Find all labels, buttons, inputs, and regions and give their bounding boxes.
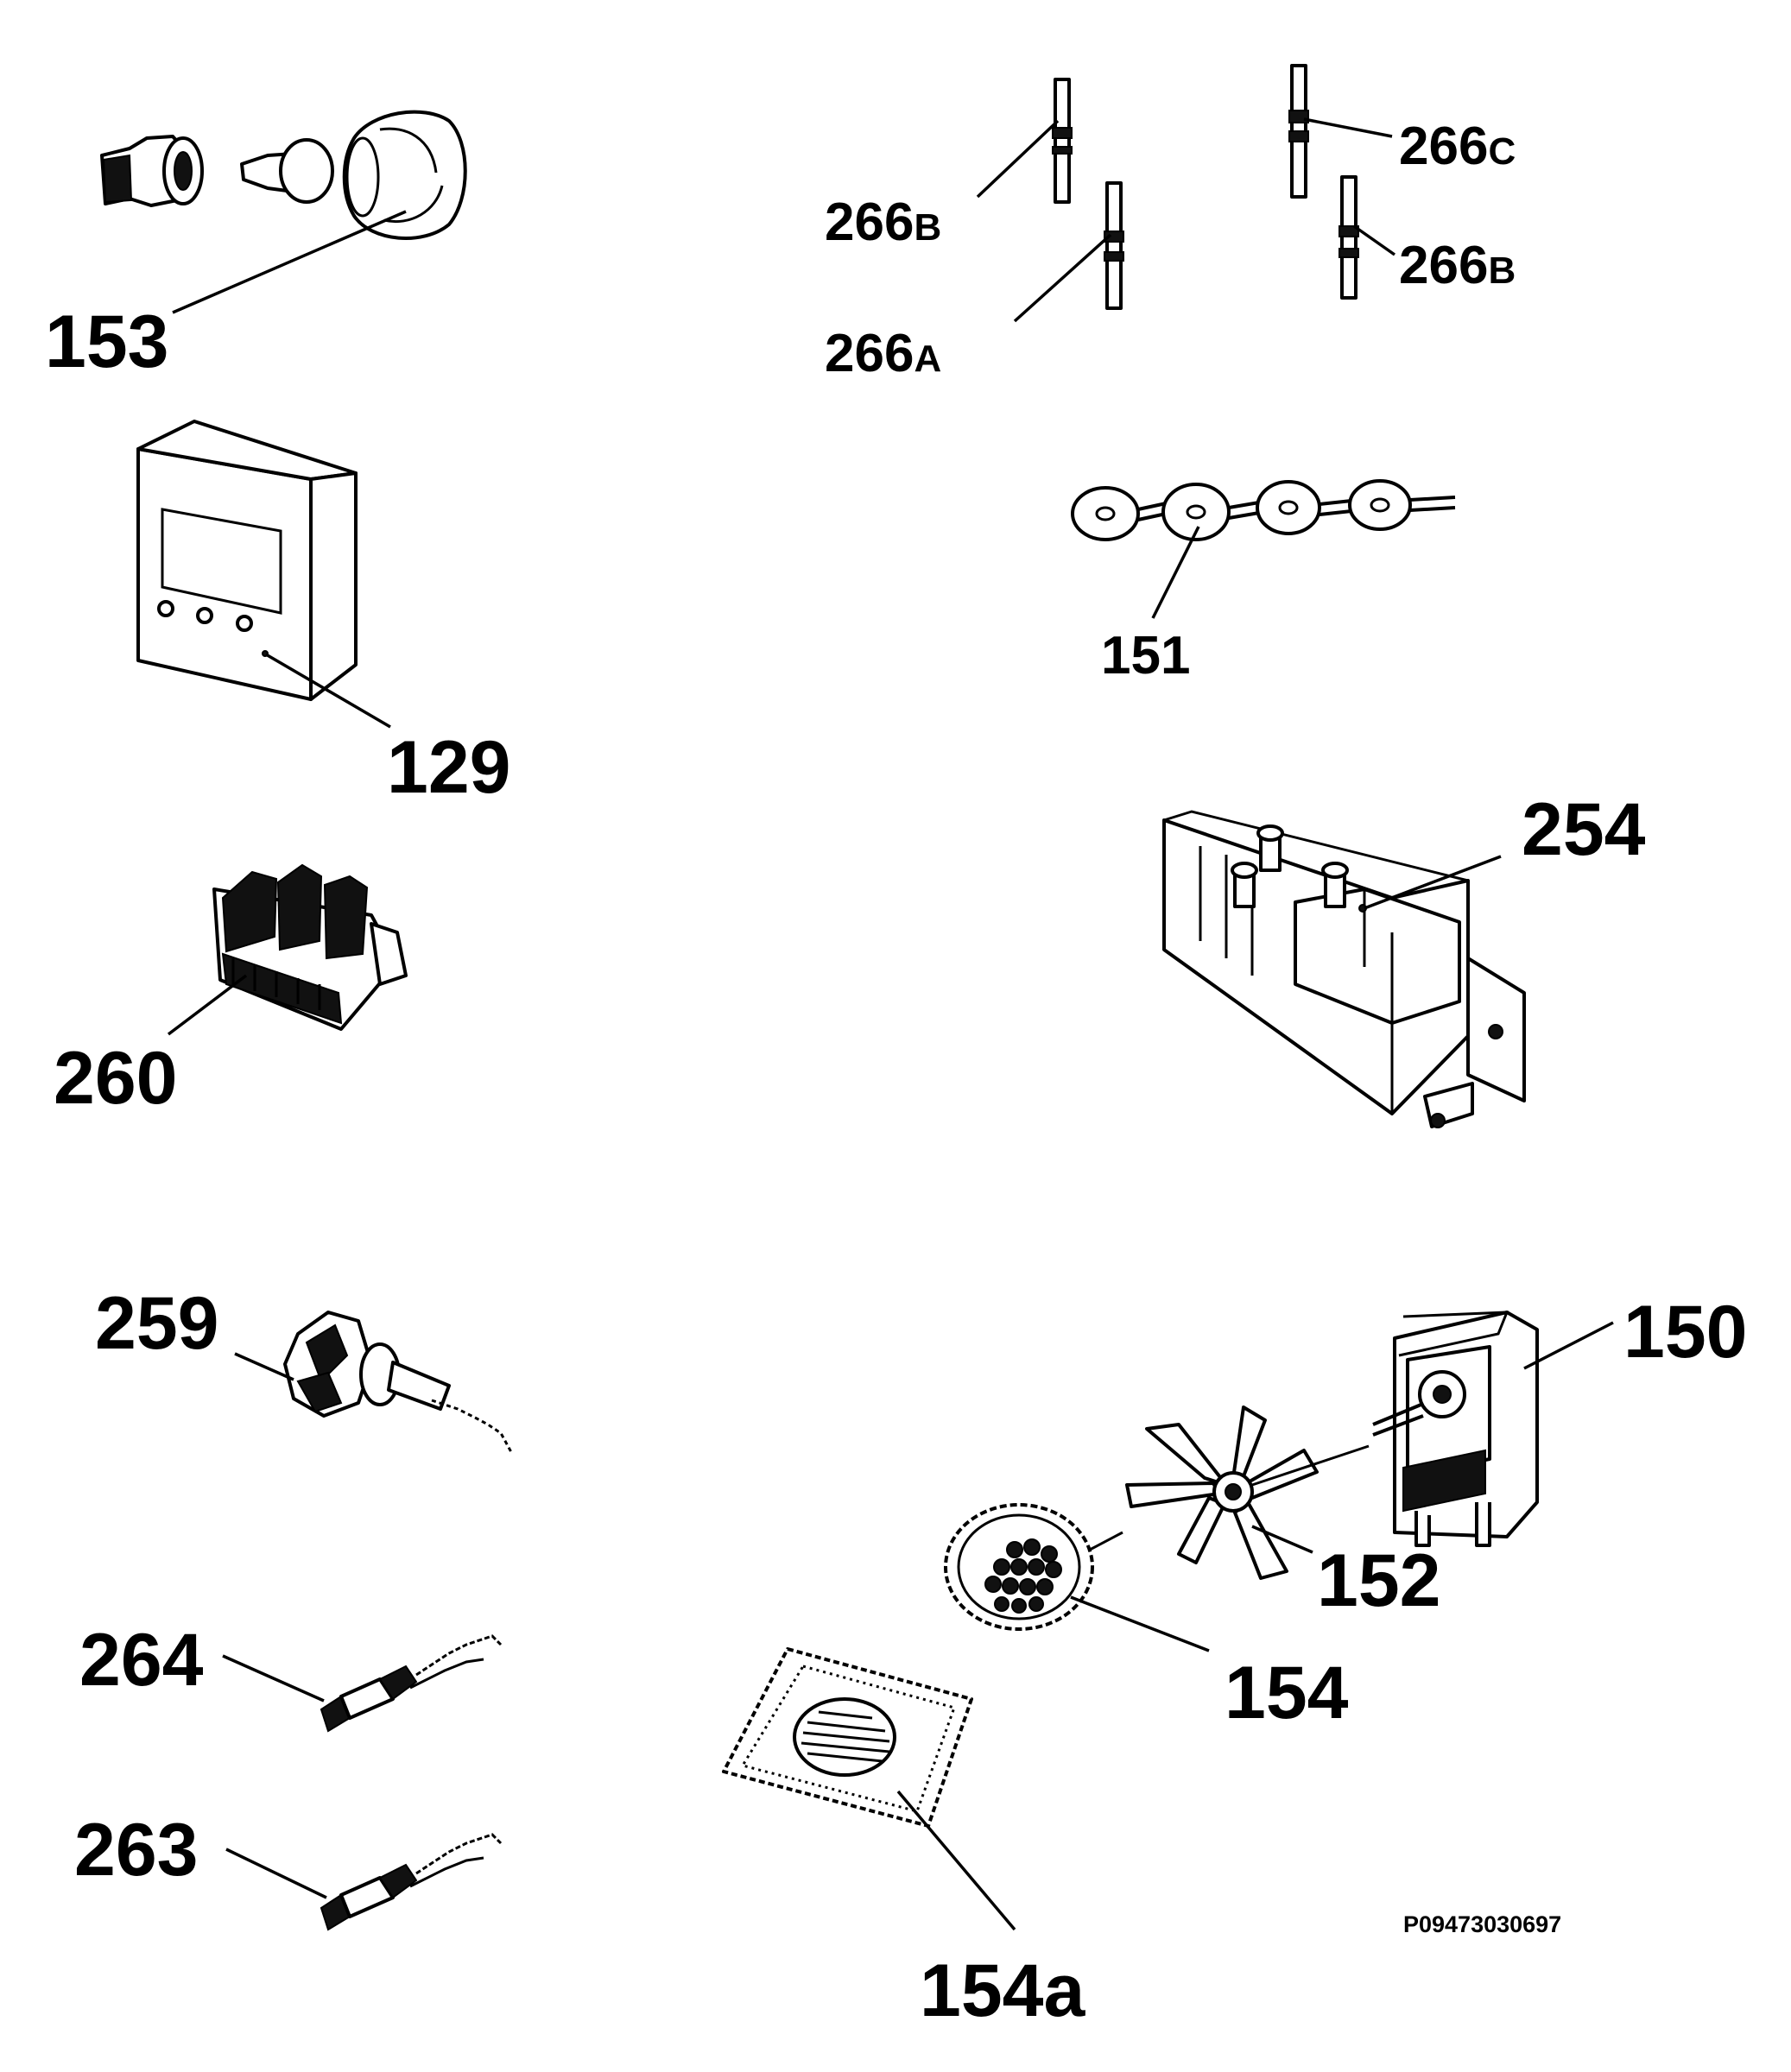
part-266b-left-pin: 266B: [825, 78, 1073, 252]
label-263: 263: [74, 1809, 199, 1892]
part-152-fan-blade: 152: [1125, 1406, 1441, 1622]
svg-text:266C: 266C: [1399, 117, 1516, 176]
label-266a: 266: [825, 324, 914, 383]
label-153: 153: [45, 300, 169, 383]
label-129: 129: [387, 726, 511, 809]
label-154: 154: [1225, 1652, 1349, 1734]
part-151-electrode-chain: 151: [1071, 479, 1456, 685]
label-254: 254: [1522, 788, 1646, 871]
drawing-code: P09473030697: [1403, 1911, 1561, 1937]
svg-text:266A: 266A: [825, 324, 941, 383]
label-266c-suffix: C: [1488, 130, 1516, 173]
label-260: 260: [54, 1037, 178, 1120]
label-150: 150: [1623, 1291, 1748, 1374]
svg-text:266B: 266B: [825, 193, 941, 252]
part-266b-right-pin: 266B: [1339, 175, 1516, 300]
label-151: 151: [1101, 626, 1190, 685]
part-129-timer-module: 129: [136, 420, 511, 809]
svg-text:266B: 266B: [1399, 236, 1516, 295]
part-254-ignition-generator: 254: [1162, 788, 1646, 1128]
part-153-knob-assembly: 153: [45, 110, 467, 383]
label-152: 152: [1317, 1539, 1441, 1622]
part-259-thermostat: 259: [95, 1282, 513, 1453]
label-266b-right-suffix: B: [1488, 250, 1516, 292]
part-260-selector-switch: 260: [54, 863, 408, 1120]
part-266c-pin: 266C: [1288, 64, 1516, 199]
label-266c: 266: [1399, 117, 1488, 176]
label-266b-left: 266: [825, 193, 914, 252]
part-264-terminal: 264: [79, 1619, 503, 1733]
label-266a-suffix: A: [914, 338, 941, 380]
label-266b-right: 266: [1399, 236, 1488, 295]
label-264: 264: [79, 1619, 204, 1702]
label-266b-left-suffix: B: [914, 206, 941, 249]
label-259: 259: [95, 1282, 219, 1365]
part-263-terminal: 263: [74, 1809, 503, 1931]
label-154a: 154a: [920, 1949, 1085, 2032]
part-266a-pin: 266A: [825, 181, 1124, 383]
part-154a-mesh-panel: 154a: [722, 1647, 1085, 2032]
part-150-fan-motor: 150: [1372, 1291, 1748, 1547]
part-154-fan-guard: 154: [944, 1503, 1349, 1734]
